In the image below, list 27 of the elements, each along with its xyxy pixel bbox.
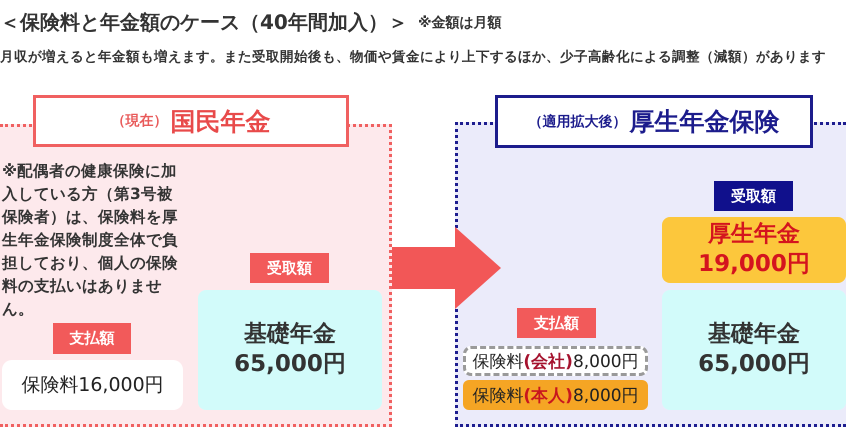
heading-box	[495, 95, 813, 148]
amount-text: 65,000円	[234, 350, 346, 379]
heading-box	[33, 95, 349, 147]
label-tag: 受取額	[250, 253, 329, 283]
label-tag: 支払額	[53, 323, 131, 354]
amount-box	[662, 290, 846, 410]
pension-name: 厚生年金	[708, 220, 800, 250]
amount-box: 保険料16,000円	[2, 360, 183, 410]
pension-name: 基礎年金	[244, 320, 336, 350]
amount-box: 保険料(本人)8,000円	[463, 380, 648, 410]
heading-text: 国民年金	[170, 106, 270, 138]
amount-box	[198, 290, 382, 410]
title: ＜保険料と年金額のケース（40年間加入）＞	[0, 10, 408, 34]
pension-name: 基礎年金	[708, 320, 800, 350]
heading-prefix: （現在）	[112, 112, 168, 130]
heading-text: 厚生年金保険	[630, 106, 780, 138]
label-tag: 支払額	[517, 308, 596, 338]
amount-text: 19,000円	[698, 250, 810, 279]
amount-text: 65,000円	[698, 350, 810, 379]
note-text: ※配偶者の健康保険に加入している方（第3号被保険者）は、保険料を厚生年金保険制度全体で負担しており、個人の保険料の支払いはありません。	[2, 161, 179, 320]
label-tag: 受取額	[714, 181, 793, 211]
heading-prefix: （適用拡大後）	[528, 112, 626, 130]
amount-box: 保険料(会社)8,000円	[463, 346, 648, 376]
note-text: ※金額は月額	[418, 15, 502, 32]
description-text: 月収が増えると年金額も増えます。また受取開始後も、物価や賃金により上下するほか、少子高齢化による調整（減額）があります	[0, 49, 826, 66]
arrow	[392, 227, 501, 309]
amount-box	[662, 217, 846, 283]
